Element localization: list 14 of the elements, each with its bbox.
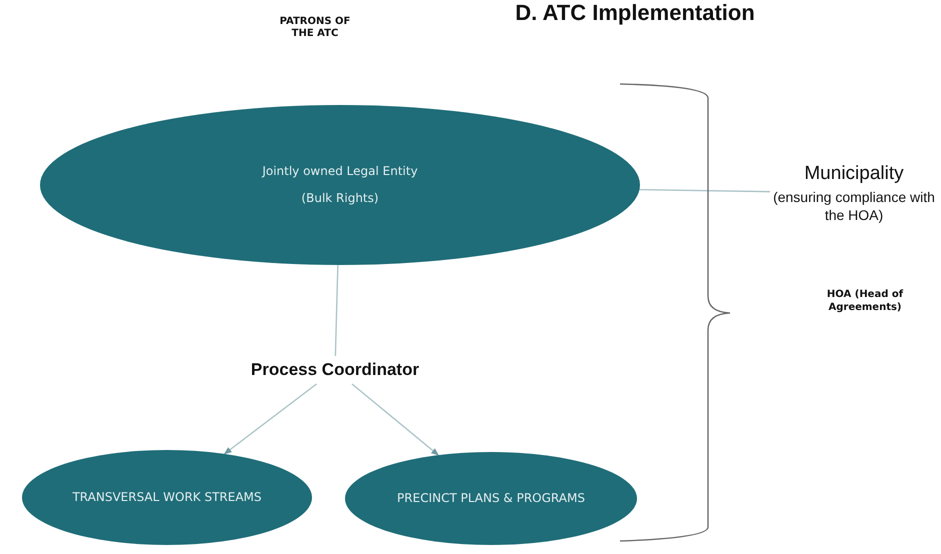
connector-line: [639, 189, 770, 192]
node-text: TRANSVERSAL WORK STREAMS: [72, 490, 262, 505]
diagram-title: D. ATC Implementation: [514, 0, 756, 26]
connector-line: [224, 383, 317, 454]
node-text: PATRONS OF THE ATC: [278, 16, 352, 40]
connector-line: [352, 384, 439, 456]
annotation-text: HOA (Head of Agreements): [826, 288, 904, 314]
node-text: Process Coordinator: [250, 359, 420, 381]
connector-line: [334, 264, 338, 356]
node-text: Jointly owned Legal Entity: [262, 164, 418, 179]
node-text: PRECINCT PLANS & PROGRAMS: [397, 491, 585, 506]
node-text: (ensuring compliance with the HOA): [772, 189, 936, 224]
node-text: (Bulk Rights): [301, 191, 379, 206]
node-text: Municipality: [804, 162, 904, 186]
